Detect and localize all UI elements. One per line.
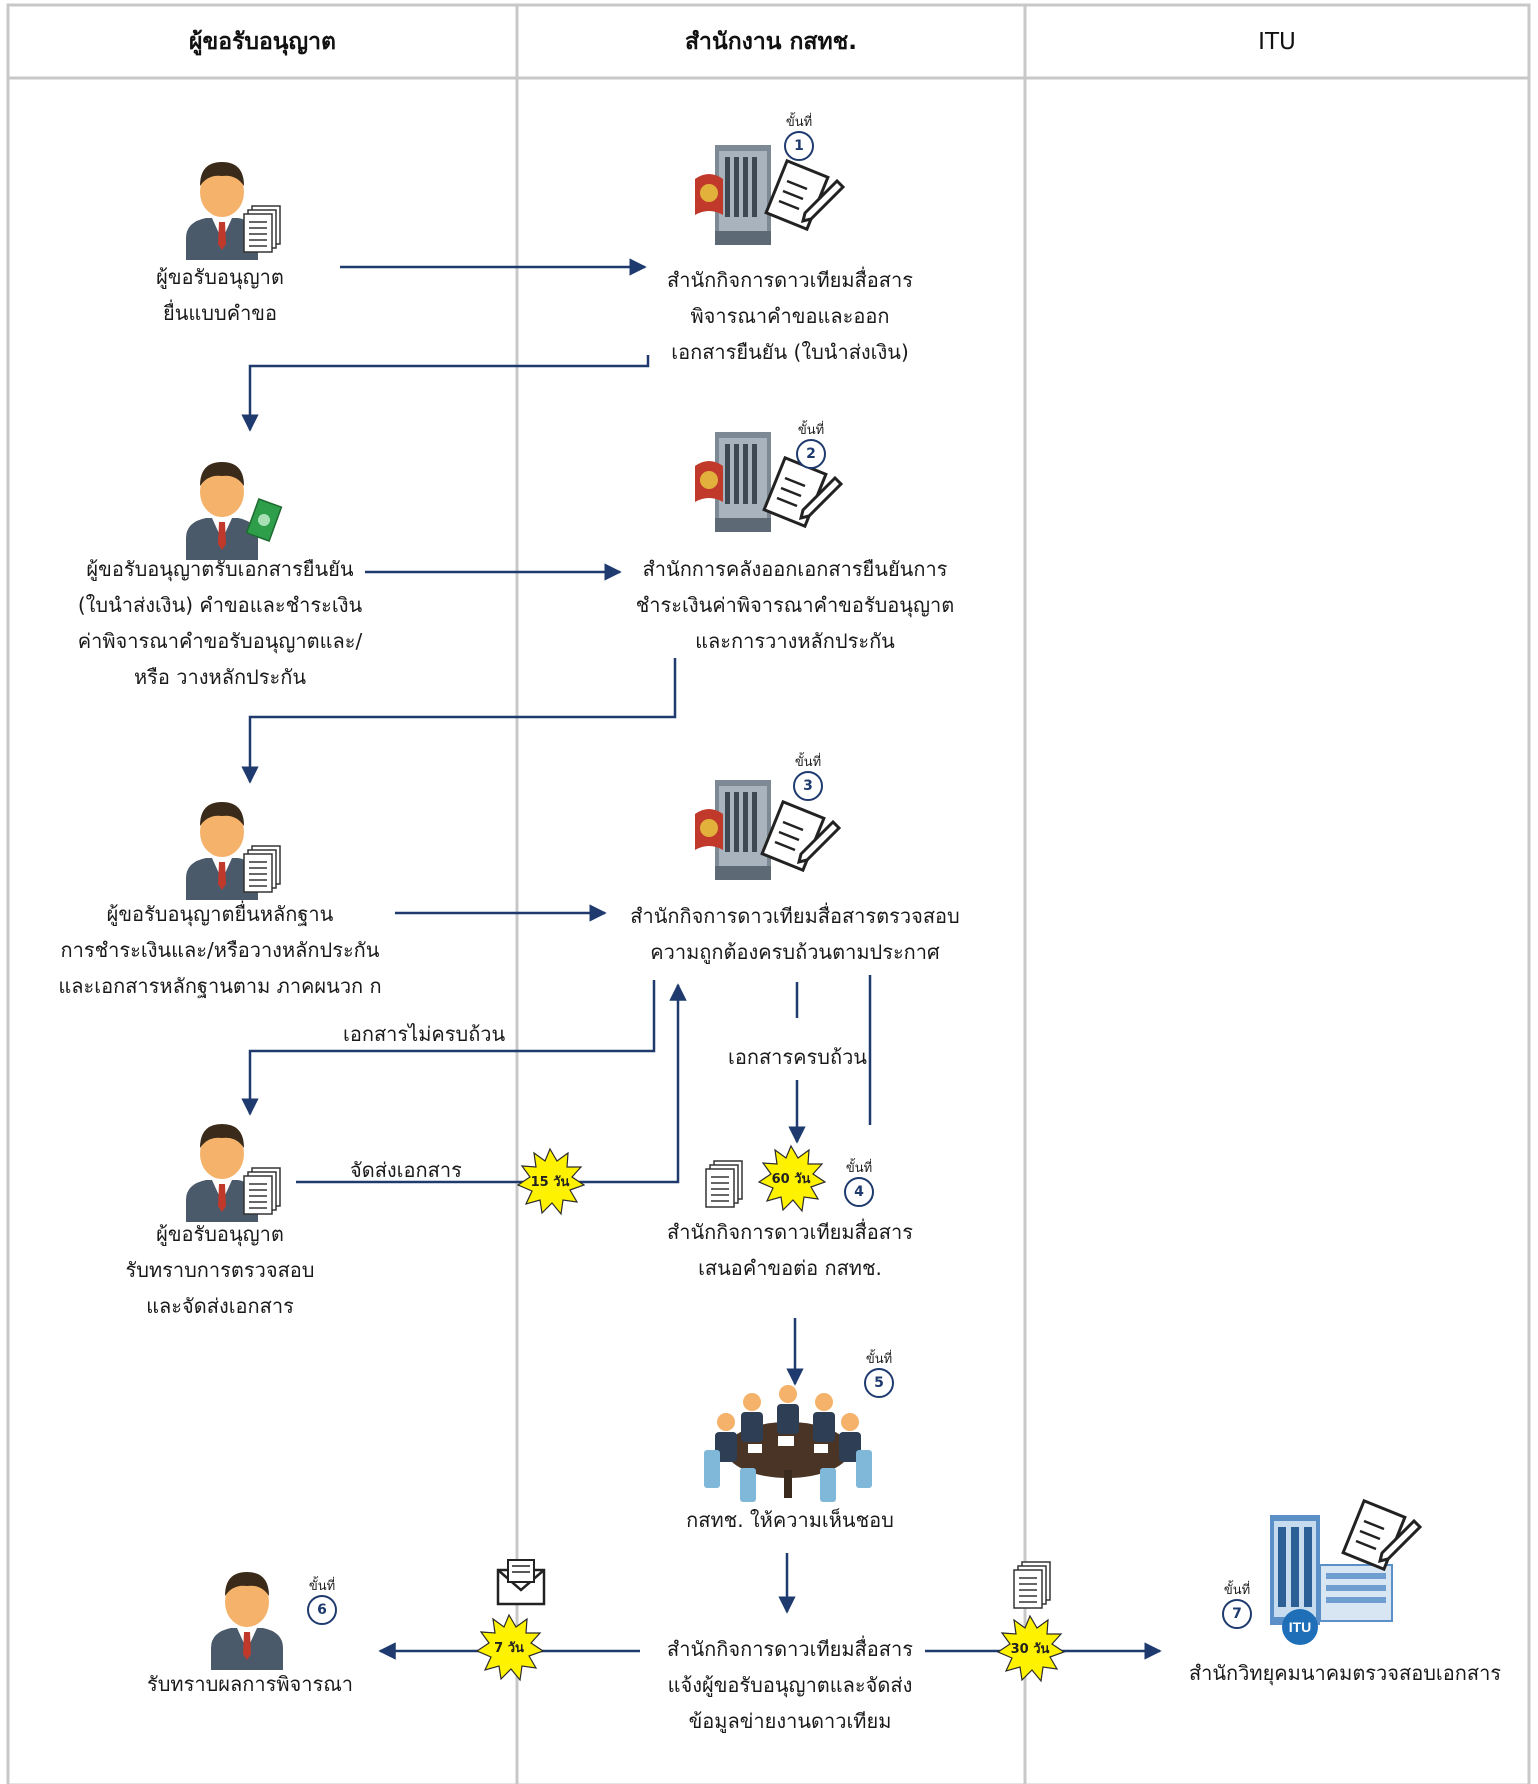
arrow-a4-resubmit bbox=[296, 983, 687, 1184]
edge-label-incomplete: เอกสารไม่ครบถ้วน bbox=[343, 1022, 506, 1046]
office-building-icon-1 bbox=[695, 145, 845, 245]
swimlane-grid bbox=[6, 3, 1531, 1784]
document-stack-icon-30 bbox=[1013, 1561, 1051, 1609]
applicant-node-1: ผู้ขอรับอนุญาตยื่นแบบคำขอ bbox=[156, 265, 284, 325]
notify-text: สำนักกิจการดาวเทียมสื่อสารแจ้งผู้ขอรับอน… bbox=[667, 1637, 913, 1733]
column-header-office: สำนักงาน กสทช. bbox=[685, 29, 857, 55]
edge-label-send-docs: จัดส่งเอกสาร bbox=[350, 1158, 462, 1182]
arrow-s1-to-a2 bbox=[241, 355, 650, 432]
step-4-text: สำนักกิจการดาวเทียมสื่อสารเสนอคำขอต่อ กส… bbox=[667, 1220, 913, 1280]
step-5-text: กสทช. ให้ความเห็นชอบ bbox=[686, 1508, 894, 1532]
step-3-text: สำนักกิจการดาวเทียมสื่อสารตรวจสอบความถูก… bbox=[630, 904, 960, 964]
badge-30-days: 30 วัน bbox=[997, 1615, 1065, 1682]
badge-60-days: 60 วัน bbox=[758, 1145, 826, 1212]
column-header-applicant: ผู้ขอรับอนุญาต bbox=[189, 29, 336, 55]
step-marker-4: ขั้นที่4 bbox=[838, 1161, 880, 1207]
applicant-payment-icon bbox=[186, 462, 283, 560]
badge-7-days: 7 วัน bbox=[476, 1614, 544, 1681]
step-1-text: สำนักกิจการดาวเทียมสื่อสารพิจารณาคำขอและ… bbox=[667, 268, 913, 364]
applicant-icon-4 bbox=[186, 1124, 281, 1222]
step-6-text: รับทราบผลการพิจารณา bbox=[146, 1672, 353, 1696]
applicant-node-4: ผู้ขอรับอนุญาตรับทราบการตรวจสอบ และจัดส่… bbox=[125, 1222, 315, 1318]
itu-logo-text: ITU bbox=[1289, 1619, 1312, 1635]
step-marker-1: ขั้นที่1 bbox=[778, 115, 820, 161]
step-marker-7: ขั้นที่7 bbox=[1216, 1583, 1258, 1629]
meeting-icon bbox=[704, 1385, 872, 1502]
column-header-itu: ITU bbox=[1258, 29, 1296, 55]
document-stack-icon bbox=[705, 1160, 743, 1208]
svg-text:60 วัน: 60 วัน bbox=[772, 1172, 811, 1187]
applicant-icon-1 bbox=[186, 162, 281, 260]
arrow-s2-to-a3 bbox=[241, 658, 677, 784]
edge-label-complete: เอกสารครบถ้วน bbox=[728, 1045, 867, 1069]
badge-15-days: 15 วัน bbox=[517, 1148, 585, 1215]
itu-building-icon: ITU bbox=[1270, 1499, 1422, 1645]
svg-text:30 วัน: 30 วัน bbox=[1011, 1642, 1050, 1657]
step-2-text: สำนักการคลังออกเอกสารยืนยันการชำระเงินค่… bbox=[635, 557, 955, 653]
svg-text:7 วัน: 7 วัน bbox=[494, 1641, 524, 1656]
step-marker-6: ขั้นที่6 bbox=[301, 1579, 343, 1625]
envelope-icon bbox=[496, 1559, 546, 1606]
applicant-node-3: ผู้ขอรับอนุญาตยื่นหลักฐานการชำระเงินและ/… bbox=[58, 902, 382, 998]
step-marker-3: ขั้นที่3 bbox=[787, 755, 829, 801]
step-marker-5: ขั้นที่5 bbox=[858, 1352, 900, 1398]
step-marker-2: ขั้นที่2 bbox=[790, 423, 832, 469]
applicant-icon-6 bbox=[211, 1572, 283, 1670]
arrow-s3-incomplete bbox=[241, 980, 656, 1116]
step-7-text: สำนักวิทยุคมนาคมตรวจสอบเอกสาร bbox=[1188, 1661, 1502, 1685]
applicant-node-2: ผู้ขอรับอนุญาตรับเอกสารยืนยัน(ใบนำส่งเงิ… bbox=[77, 557, 363, 689]
applicant-icon-3 bbox=[186, 802, 281, 900]
svg-text:15 วัน: 15 วัน bbox=[531, 1175, 570, 1190]
